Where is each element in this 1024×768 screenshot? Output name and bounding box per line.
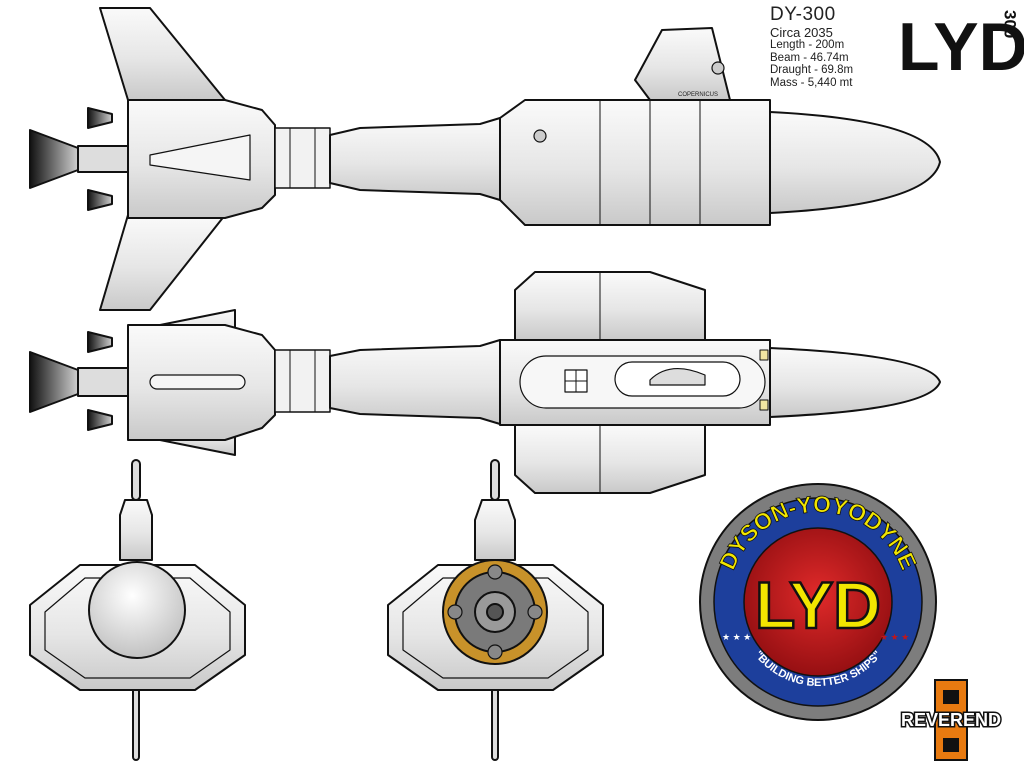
nose-cone xyxy=(769,111,941,214)
side-upper-nozzle xyxy=(87,331,113,353)
reverend-badge: REVEREND xyxy=(899,679,1003,761)
ship-designation: DY-300 xyxy=(770,4,836,25)
spec-beam: Beam - 46.74m xyxy=(770,51,849,64)
upper-wing xyxy=(99,7,226,101)
upper-pod xyxy=(514,271,706,341)
ship-top-view xyxy=(29,7,941,311)
reverend-label: REVEREND xyxy=(901,710,1001,730)
emblem-letters: LYD xyxy=(755,568,881,642)
ship-circa: Circa 2035 xyxy=(770,25,833,40)
side-hull-neck xyxy=(329,339,501,425)
lyd-300-logo-stamp: LYD 300 xyxy=(895,5,1024,85)
hull-neck xyxy=(329,117,501,201)
dyson-yoyodyne-emblem: DYSON-YOYODYNE "BUILDING BETTER SHIPS" L… xyxy=(699,483,937,721)
spec-mass: Mass - 5,440 mt xyxy=(770,76,853,89)
upper-nozzle xyxy=(87,107,113,129)
ship-front-view xyxy=(29,459,246,761)
stamp-number: 300 xyxy=(1001,10,1020,38)
spec-block: DY-300 Circa 2035 Length - 200m Beam - 4… xyxy=(770,5,890,89)
hull-name-label: COPERNICUS xyxy=(678,92,718,98)
lower-nozzle xyxy=(87,189,113,211)
front-dome xyxy=(88,561,186,659)
emblem-star-right: ★ ★ ★ xyxy=(880,632,909,642)
emblem-star-left: ★ ★ ★ xyxy=(722,632,751,642)
stamp-letters: LYD xyxy=(898,9,1024,85)
lower-wing xyxy=(99,214,226,311)
spec-draught: Draught - 69.8m xyxy=(770,64,854,76)
side-main-nozzle xyxy=(29,351,79,413)
ship-side-view xyxy=(29,271,941,494)
side-lower-nozzle xyxy=(87,409,113,431)
spec-length: Length - 200m xyxy=(770,39,845,51)
side-nose-cone xyxy=(769,347,941,418)
main-hull-top xyxy=(499,99,771,226)
lower-pod xyxy=(514,424,706,494)
ship-rear-view xyxy=(387,459,604,761)
main-nozzle xyxy=(29,129,79,189)
